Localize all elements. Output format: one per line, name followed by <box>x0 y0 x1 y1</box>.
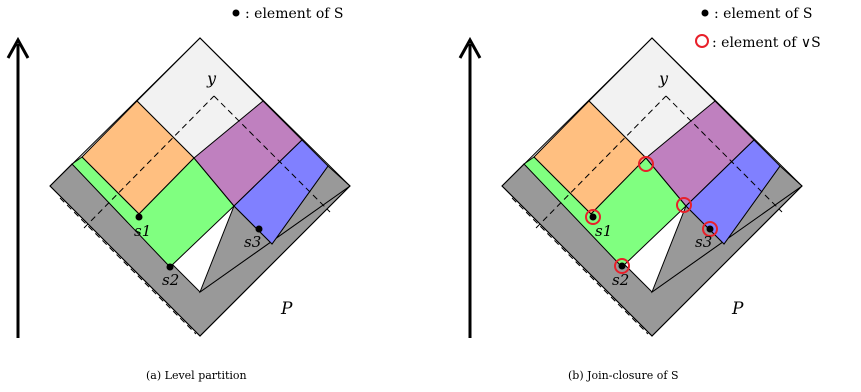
label-s3: s3 <box>695 233 712 251</box>
label-y: y <box>206 69 217 88</box>
caption-a: (a) Level partition <box>146 369 247 382</box>
arrow-head-icon <box>6 36 30 59</box>
dashed-line <box>511 197 649 335</box>
legend-text: : element of S <box>245 6 344 22</box>
dashed-line <box>213 95 331 213</box>
label-s2: s2 <box>612 271 629 289</box>
point-s2 <box>618 262 626 270</box>
panel-b: s1 s2 s3 y P : element of S : element of… <box>458 6 821 382</box>
label-s3: s3 <box>244 233 261 251</box>
poset-outline <box>501 37 803 337</box>
label-s1: s1 <box>595 222 612 240</box>
point-s1 <box>135 213 143 221</box>
dashed-line <box>59 197 197 335</box>
legend-text: : element of ∨S <box>712 35 821 51</box>
poset-outline <box>49 37 351 337</box>
legend-dot-icon <box>701 9 709 17</box>
dashed-line <box>535 95 667 229</box>
join-circle-icon <box>585 209 601 225</box>
legend-red-circle-icon <box>695 34 709 48</box>
join-circle-icon <box>676 197 692 213</box>
label-poset: P <box>280 299 293 319</box>
legend-text: : element of S <box>714 6 813 22</box>
point-s2 <box>166 263 174 271</box>
join-circle-icon <box>614 258 630 274</box>
label-poset: P <box>731 299 744 319</box>
arrow-head-icon <box>458 36 482 59</box>
point-s3 <box>255 225 263 233</box>
panel-a: s1 s2 s3 y P : element of S (a) Level pa… <box>6 6 351 382</box>
label-s2: s2 <box>162 271 179 289</box>
label-y: y <box>658 69 669 88</box>
label-s1: s1 <box>134 222 151 240</box>
point-s1 <box>589 213 597 221</box>
legend-dot-icon <box>232 9 240 17</box>
caption-b: (b) Join-closure of S <box>568 369 679 382</box>
dashed-line <box>665 95 783 213</box>
join-circle-icon <box>702 221 718 237</box>
point-s3 <box>706 225 714 233</box>
dashed-line <box>83 95 215 229</box>
join-circle-icon <box>638 156 654 172</box>
